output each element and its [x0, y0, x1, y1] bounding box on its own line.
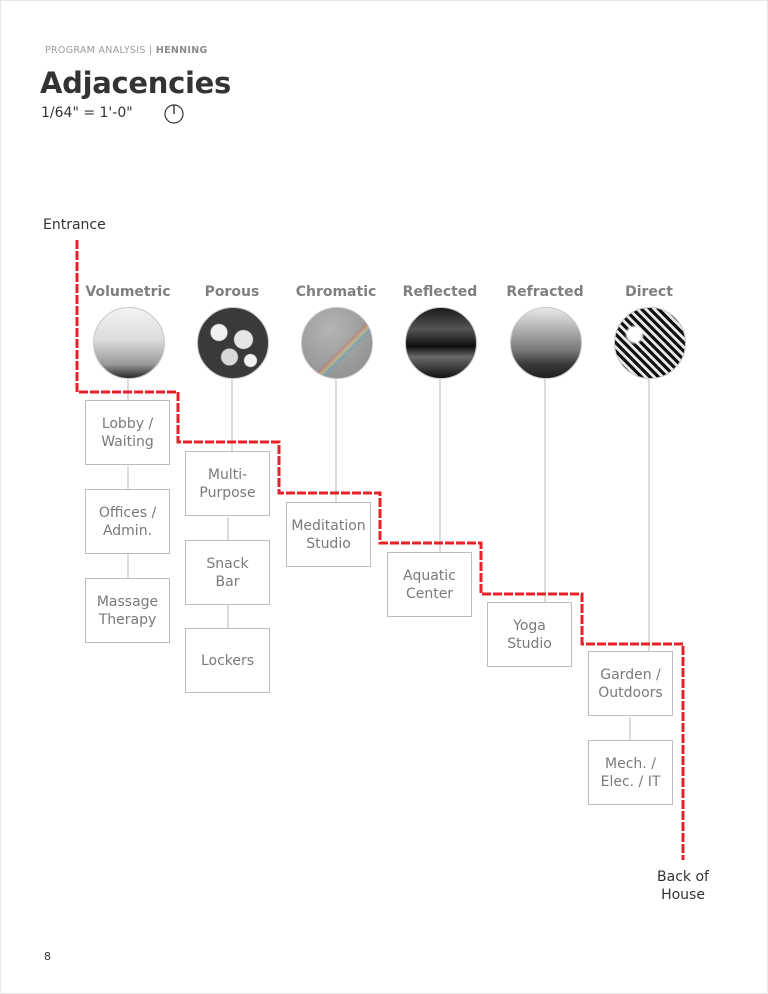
- room-lockers: Lockers: [185, 628, 270, 693]
- heading-volumetric: Volumetric: [85, 284, 171, 300]
- room-offices-admin: Offices /Admin.: [85, 489, 170, 554]
- room-mech-elec-it: Mech. /Elec. / IT: [588, 740, 673, 805]
- header-kicker: PROGRAM ANALYSIS | HENNING: [45, 45, 208, 56]
- page-number: 8: [44, 950, 51, 963]
- kicker-name: HENNING: [155, 45, 208, 56]
- room-multi-purpose: Multi-Purpose: [185, 451, 270, 516]
- direct-photo-image: [614, 307, 686, 379]
- room-line2: Bar: [215, 573, 240, 590]
- room-line2: Waiting: [101, 433, 154, 450]
- room-line1: Mech. /: [605, 755, 656, 772]
- circulation-path: [75, 240, 685, 860]
- porous-photo-image: [197, 307, 269, 379]
- page-title: Adjacencies: [40, 66, 231, 100]
- north-arrow-icon: [164, 104, 184, 124]
- room-line1: Lockers: [200, 652, 255, 669]
- refracted-photo-image: [510, 307, 582, 379]
- heading-refracted: Refracted: [506, 284, 584, 300]
- room-line1: Multi-: [207, 466, 248, 483]
- chromatic-photo-image: [301, 307, 373, 379]
- room-line2: Therapy: [98, 611, 157, 628]
- room-line1: Offices /: [98, 504, 157, 521]
- back-of-house-line2: House: [661, 887, 705, 903]
- room-line1: Meditation: [291, 517, 366, 534]
- room-garden-outdoors: Garden /Outdoors: [588, 651, 673, 716]
- room-line1: Lobby /: [101, 415, 154, 432]
- kicker-prefix: PROGRAM ANALYSIS |: [45, 45, 156, 56]
- heading-reflected: Reflected: [402, 284, 478, 300]
- heading-porous: Porous: [204, 284, 260, 300]
- room-line1: Aquatic: [403, 567, 456, 584]
- heading-direct: Direct: [625, 284, 673, 300]
- room-line1: Yoga: [513, 617, 546, 634]
- scale-text: 1/64" = 1'-0": [41, 105, 133, 121]
- connector-lines: [127, 377, 650, 741]
- room-line2: Center: [405, 585, 454, 602]
- room-lobby-waiting: Lobby /Waiting: [85, 400, 170, 465]
- room-line2: Studio: [306, 535, 351, 552]
- heading-chromatic: Chromatic: [295, 284, 377, 300]
- room-line1: Massage: [96, 593, 159, 610]
- room-line2: Studio: [507, 635, 552, 652]
- room-line2: Purpose: [199, 484, 256, 501]
- volumetric-photo-image: [93, 307, 165, 379]
- back-of-house-label: Back of House: [640, 868, 726, 904]
- room-line2: Outdoors: [598, 684, 663, 701]
- entrance-label: Entrance: [43, 217, 106, 233]
- room-line1: Snack: [206, 555, 249, 572]
- back-of-house-line1: Back of: [657, 869, 709, 885]
- room-line1: Garden /: [600, 666, 661, 683]
- reflected-photo-image: [405, 307, 477, 379]
- room-line2: Elec. / IT: [600, 773, 661, 790]
- room-line2: Admin.: [102, 522, 153, 539]
